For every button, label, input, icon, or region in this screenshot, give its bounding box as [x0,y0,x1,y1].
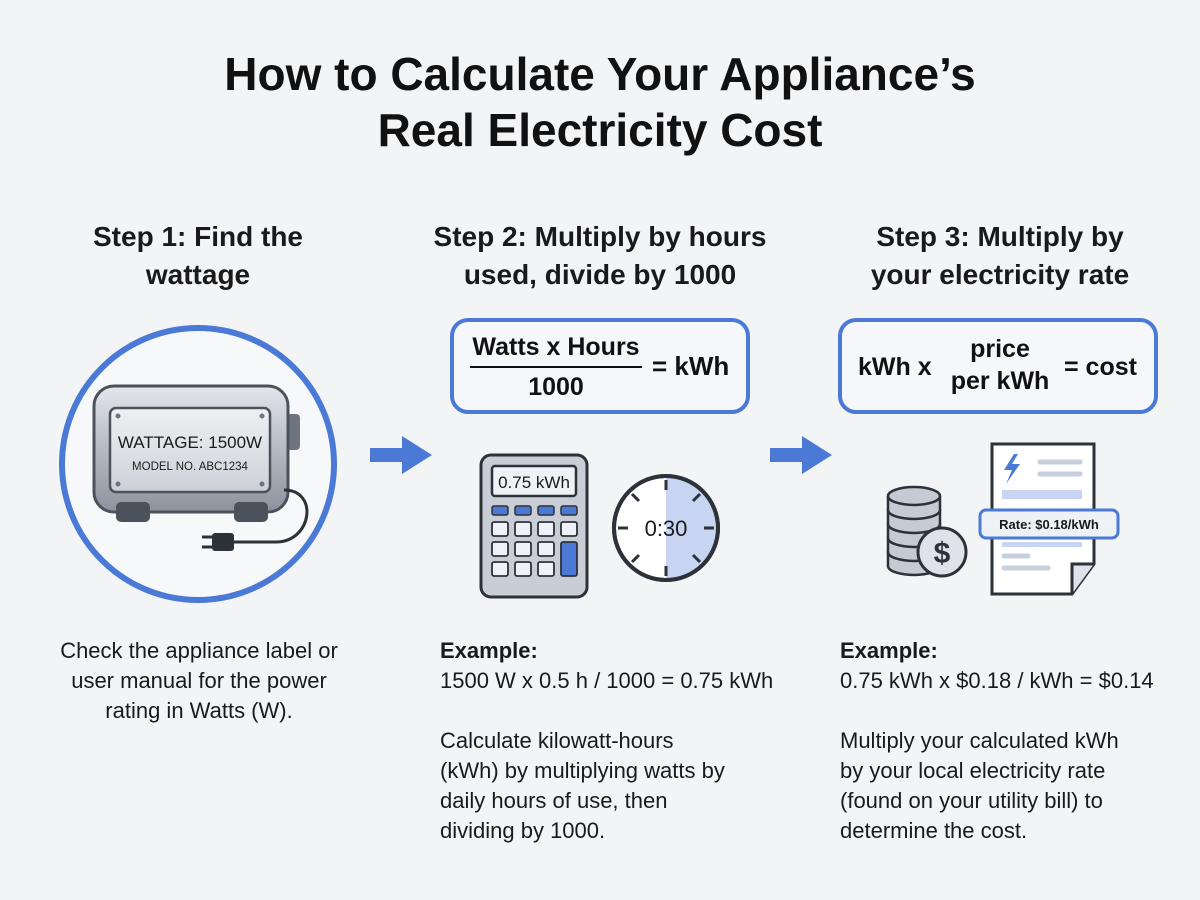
step2-example: Example: 1500 W x 0.5 h / 1000 = 0.75 kW… [440,636,790,696]
step1-desc-line3: rating in Watts (W). [105,698,293,723]
step2-heading: Step 2: Multiply by hours used, divide b… [410,218,790,294]
step3-example-text: 0.75 kWh x $0.18 / kWh = $0.14 [840,668,1154,693]
step2-desc-line3: daily hours of use, then [440,788,668,813]
step2-desc-line2: (kWh) by multiplying watts by [440,758,725,783]
step3-desc-line3: (found on your utility bill) to [840,788,1103,813]
coin-dollar-text: $ [934,537,951,570]
label-model-text: MODEL NO. ABC1234 [132,461,249,473]
step3-example-label: Example: [840,638,938,663]
lightning-icon [1004,454,1020,484]
step3-desc-line4: determine the cost. [840,818,1028,843]
formula-result: = kWh [652,351,730,381]
step3-heading-line2: your electricity rate [870,259,1130,290]
stopwatch-icon: 0:30 [612,474,720,582]
label-wattage-text: WATTAGE: 1500W [118,433,262,452]
step2-desc-line4: dividing by 1000. [440,818,606,843]
step3-formula-box: kWh x price per kWh = cost [838,318,1158,414]
stopwatch-time-text: 0:30 [645,516,688,541]
formula-price: price [970,335,1030,363]
step2-formula-box: Watts x Hours 1000 = kWh [450,318,750,414]
step2-heading-line1: Step 2: Multiply by hours [433,221,767,252]
page-title-line2: Real Electricity Cost [377,104,823,156]
step2-description: Calculate kilowatt-hours (kWh) by multip… [440,726,790,846]
formula-per-kwh: per kWh [950,367,1050,395]
toaster-icon: WATTAGE: 1500W MODEL NO. ABC1234 [92,384,300,522]
formula-cost: = cost [1064,353,1137,381]
coin-stack-icon: $ [886,485,968,578]
step3-heading-line1: Step 3: Multiply by [876,221,1124,252]
step3-heading: Step 3: Multiply by your electricity rat… [820,218,1180,294]
dollar-coin-icon: $ [916,526,968,578]
step2-example-label: Example: [440,638,538,663]
calculator-display-text: 0.75 kWh [498,473,570,492]
bill-rate-text: Rate: $0.18/kWh [999,517,1099,532]
step1-heading-line2: wattage [145,259,251,290]
utility-bill-icon: Rate: $0.18/kWh [978,442,1120,596]
step1-desc-line2: user manual for the power [71,668,327,693]
formula-fraction-bar [470,366,642,368]
formula-numerator: Watts x Hours [472,333,640,361]
step1-description: Check the appliance label or user manual… [40,636,358,726]
step2-desc-line1: Calculate kilowatt-hours [440,728,674,753]
step1-heading: Step 1: Find the wattage [48,218,348,294]
step2-heading-line2: used, divide by 1000 [463,259,737,290]
formula-denominator: 1000 [528,373,584,401]
arrow-right-icon [770,436,832,474]
step3-desc-line2: by your local electricity rate [840,758,1106,783]
step2-example-text: 1500 W x 0.5 h / 1000 = 0.75 kWh [440,668,774,693]
formula-kwh-times: kWh x [858,353,932,381]
calculator-icon: 0.75 kWh [479,453,589,599]
plug-icon [202,488,309,551]
step3-description: Multiply your calculated kWh by your loc… [840,726,1190,846]
arrow-right-icon [370,436,432,474]
step1-heading-line1: Step 1: Find the [93,221,303,252]
step3-desc-line1: Multiply your calculated kWh [840,728,1119,753]
page-title-line1: How to Calculate Your Appliance’s [224,48,976,100]
step1-desc-line1: Check the appliance label or [60,638,338,663]
toaster-illustration: WATTAGE: 1500W MODEL NO. ABC1234 [59,325,337,603]
step3-example: Example: 0.75 kWh x $0.18 / kWh = $0.14 [840,636,1190,696]
page-title: How to Calculate Your Appliance’s Real E… [0,46,1200,158]
